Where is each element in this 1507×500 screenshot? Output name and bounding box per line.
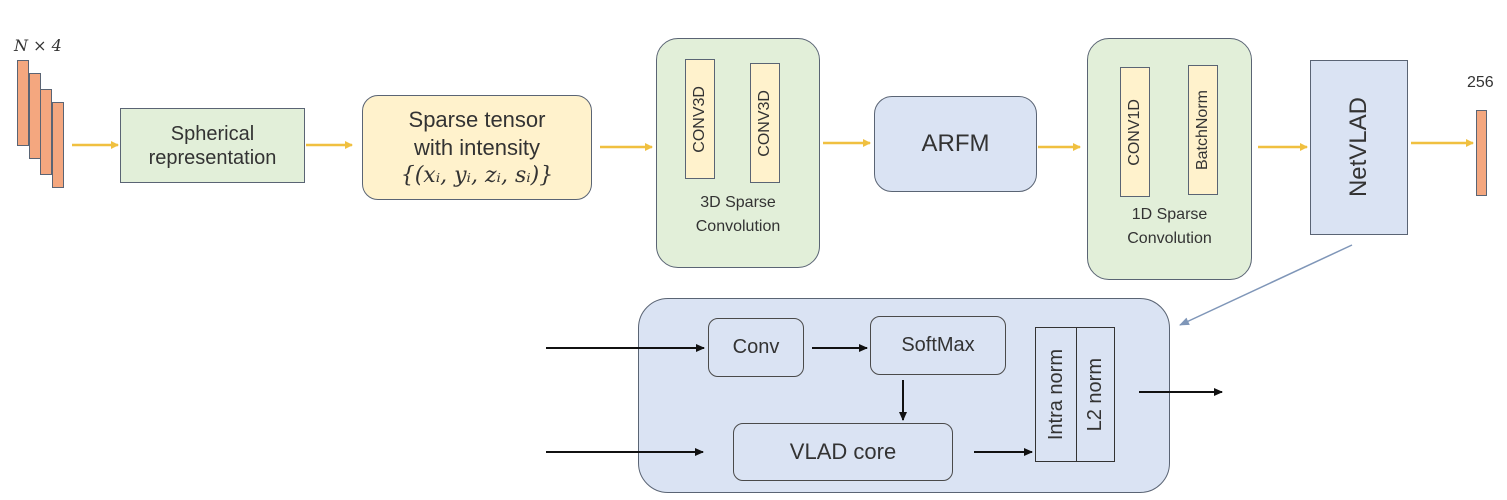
netvlad-block: NetVLAD [1310,60,1408,235]
vlad-core-node-label: VLAD core [789,439,897,464]
sparse-conv1d-caption: 1D Sparse Convolution [1088,203,1251,251]
sparse-conv3d-block: CONV3D CONV3D 3D Sparse Convolution [656,38,820,268]
output-dim-text: 256 [1467,74,1494,91]
arfm-label: ARFM [921,130,990,157]
arrow-netvlad-to-detail [1179,244,1353,326]
vlad-core-node: VLAD core [733,423,953,481]
spherical-representation-block: Spherical representation [120,108,305,183]
l2-norm-node: L2 norm [1076,327,1115,462]
conv3d-layer-2: CONV3D [750,63,780,183]
output-label: 256 [1467,74,1494,92]
conv-node: Conv [708,318,804,377]
conv1d-layer: CONV1D [1120,67,1150,197]
conv3d-layer-1: CONV3D [685,59,715,179]
softmax-node-label: SoftMax [901,334,975,356]
sparse-tensor-formula: {(xᵢ, yᵢ, zᵢ, sᵢ)} [400,162,554,188]
softmax-node: SoftMax [870,316,1006,375]
conv-node-label: Conv [732,336,780,358]
sparse-conv1d-block: CONV1D BatchNorm 1D Sparse Convolution [1087,38,1252,280]
input-label: N × 4 [14,36,62,56]
sparse-conv3d-caption-line1: 3D Sparse [700,194,776,211]
spherical-line1: Spherical [170,122,255,145]
arfm-block: ARFM [874,96,1037,192]
sparse-conv3d-caption: 3D Sparse Convolution [657,191,819,239]
sparse-conv1d-caption-line2: Convolution [1127,230,1212,247]
sparse-conv3d-caption-line2: Convolution [695,218,781,235]
batchnorm-layer: BatchNorm [1188,65,1218,195]
input-bar-3 [40,89,52,175]
output-bar [1476,110,1487,196]
input-shape-text: N × 4 [14,36,62,55]
sparse-conv1d-caption-line1: 1D Sparse [1131,206,1208,223]
sparse-tensor-line1: Sparse tensor [408,106,546,132]
spherical-line2: representation [148,146,277,169]
sparse-tensor-line2: with intensity [414,134,540,160]
input-bar-1 [17,60,29,146]
input-bar-4 [52,102,64,188]
sparse-tensor-block: Sparse tensor with intensity {(xᵢ, yᵢ, z… [362,95,592,200]
